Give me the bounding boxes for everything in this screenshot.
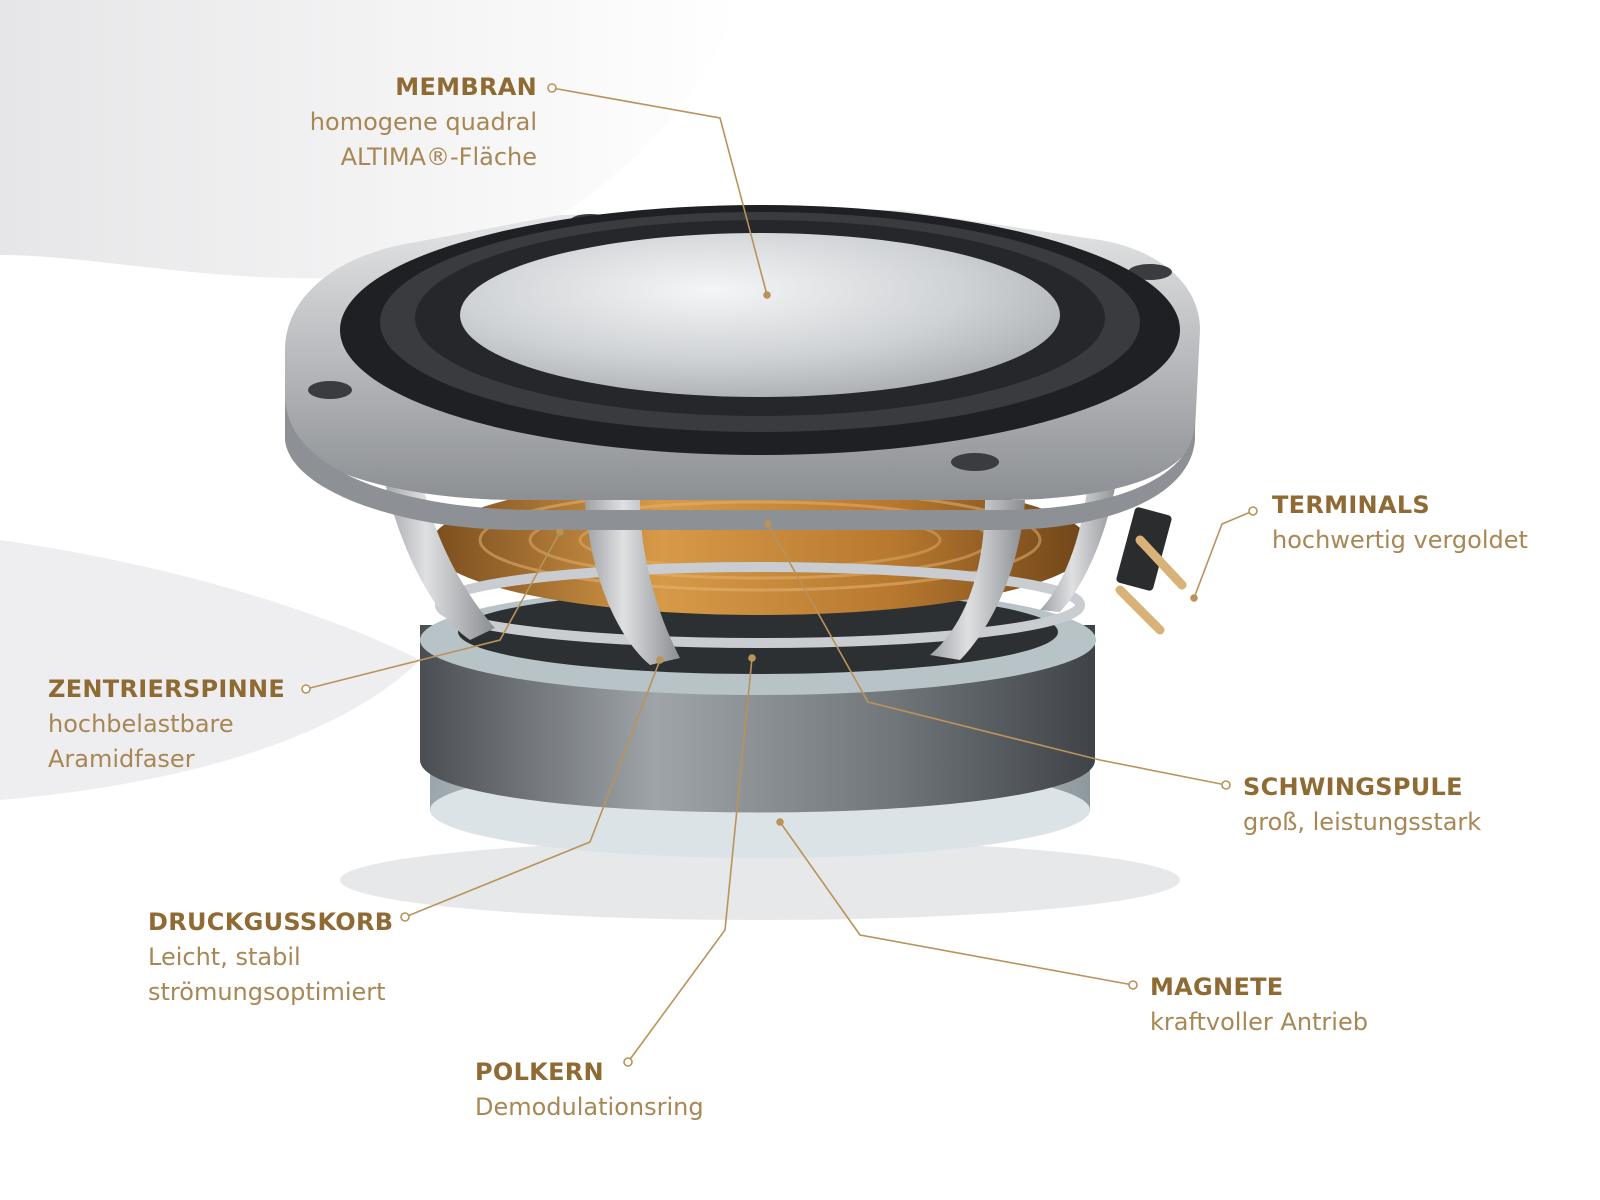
leader-druckgusskorb [404,659,661,918]
leader-terminals [1193,510,1254,599]
leader-zentrierspinne [305,531,561,690]
label-polkern: POLKERN Demodulationsring [475,1055,704,1125]
label-text: homogene quadral [309,108,537,136]
leader-polkern [627,657,753,1063]
terminal-pin [1135,535,1187,590]
label-terminals: TERMINALS hochwertig vergoldet [1272,488,1528,558]
label-membran: MEMBRAN homogene quadral ALTIMA®-Fläche [310,70,537,175]
label-text: kraftvoller Antrieb [1150,1008,1368,1036]
label-title: DRUCKGUSSKORB [148,908,394,936]
label-title: SCHWINGSPULE [1243,773,1463,801]
leader-membran [551,87,768,296]
label-text: Aramidfaser [48,745,195,773]
basket-strut [1040,460,1120,612]
label-text: strömungsoptimiert [148,978,386,1006]
label-title: ZENTRIERSPINNE [48,675,286,703]
basket-strut [930,500,1025,660]
leader-lines [301,83,1258,1067]
leader-schwingspule [767,523,1227,786]
label-text: groß, leistungsstark [1243,808,1482,836]
cone [460,233,1060,397]
label-title: MEMBRAN [395,73,537,101]
leader-magnete [779,821,1134,986]
label-magnete: MAGNETE kraftvoller Antrieb [1150,970,1368,1040]
magnet-gap [458,590,1058,674]
label-text: hochwertig vergoldet [1272,526,1528,554]
label-text: Leicht, stabil [148,943,301,971]
background-swoosh-left [0,540,420,800]
mounting-hole [308,381,352,399]
label-schwingspule: SCHWINGSPULE groß, leistungsstark [1243,770,1481,840]
mounting-hole [1128,264,1172,280]
terminal-pin [1115,585,1165,635]
label-text: ALTIMA®-Fläche [340,143,537,171]
frame-edge [285,395,1195,530]
speaker-shadow [340,840,1180,920]
label-title: POLKERN [475,1058,604,1086]
label-title: TERMINALS [1272,491,1430,519]
label-title: MAGNETE [1150,973,1284,1001]
label-text: hochbelastbare [48,710,234,738]
basket-strut [585,500,680,665]
background-swoosh-top [0,0,740,279]
label-druckgusskorb: DRUCKGUSSKORB Leicht, stabil strömungsop… [148,905,393,1010]
mounting-hole [951,453,999,471]
label-text: Demodulationsring [475,1093,704,1121]
label-zentrierspinne: ZENTRIERSPINNE hochbelastbare Aramidfase… [48,672,285,777]
